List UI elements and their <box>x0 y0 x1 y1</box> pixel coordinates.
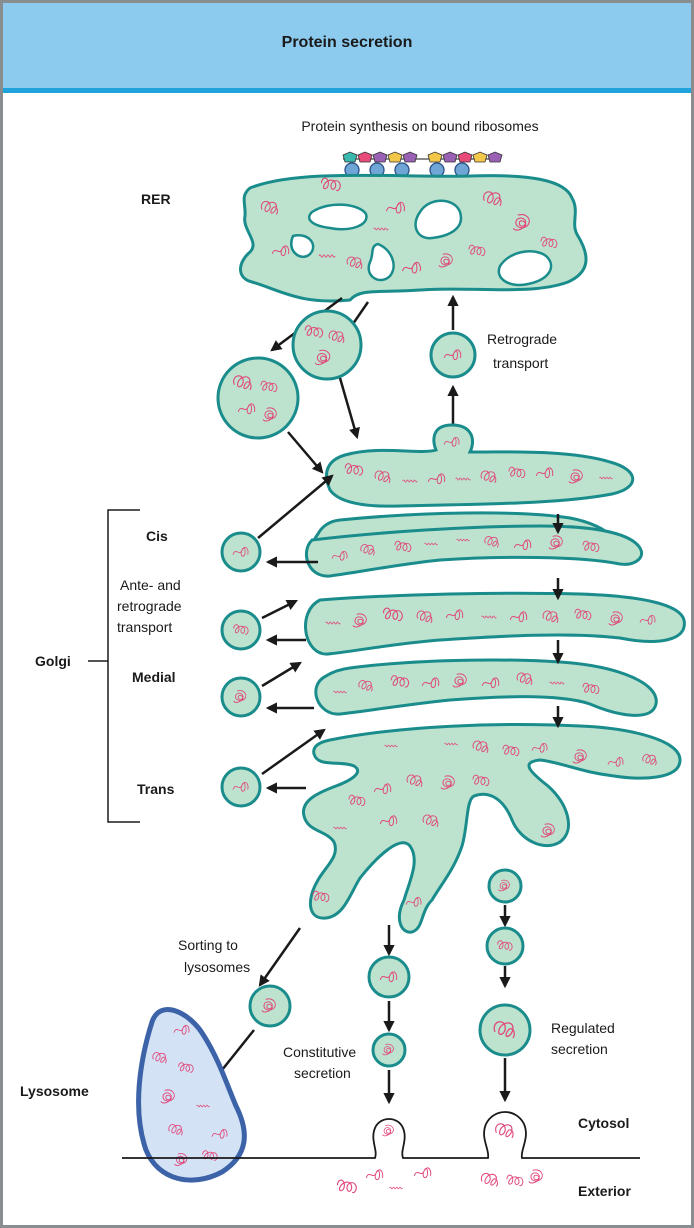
label-constitutive-1: Constitutive <box>283 1044 356 1060</box>
rough-endoplasmic-reticulum <box>241 175 587 301</box>
cis-cisterna <box>306 513 641 576</box>
label-cytosol: Cytosol <box>578 1115 629 1131</box>
label-sorting-2: lysosomes <box>184 959 250 975</box>
label-lysosome: Lysosome <box>20 1083 89 1099</box>
label-regulated-1: Regulated <box>551 1020 615 1036</box>
label-ante-1: Ante- and <box>120 577 181 593</box>
label-retrograde-2: transport <box>493 355 548 371</box>
label-medial: Medial <box>132 669 176 685</box>
trans-golgi-network <box>303 725 680 933</box>
label-synthesis: Protein synthesis on bound ribosomes <box>301 118 538 134</box>
label-ante-2: retrograde <box>117 598 182 614</box>
er-derived-vesicles <box>218 311 361 438</box>
label-ante-3: transport <box>117 619 172 635</box>
label-cis: Cis <box>146 528 168 544</box>
retrograde-path <box>431 297 475 424</box>
label-rer: RER <box>141 191 171 207</box>
cis-golgi-network <box>326 425 632 506</box>
regulated-pathway <box>480 870 530 1100</box>
label-retrograde-1: Retrograde <box>487 331 557 347</box>
label-sorting-1: Sorting to <box>178 937 238 953</box>
label-regulated-2: secretion <box>551 1041 608 1057</box>
golgi-bracket <box>88 510 140 822</box>
released-proteins <box>337 1168 542 1193</box>
label-trans: Trans <box>137 781 175 797</box>
ribosome-chain <box>343 152 502 177</box>
golgi-cisterna-2 <box>306 593 685 654</box>
constitutive-pathway <box>369 925 409 1102</box>
medial-cisterna <box>316 660 656 715</box>
label-golgi: Golgi <box>35 653 71 669</box>
label-constitutive-2: secretion <box>294 1065 351 1081</box>
label-exterior: Exterior <box>578 1183 631 1199</box>
golgi-side-vesicles <box>222 533 260 806</box>
lysosome <box>139 1010 245 1181</box>
